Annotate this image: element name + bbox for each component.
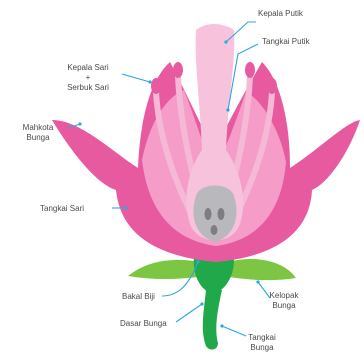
pointer-kelopak (258, 282, 270, 298)
pointer-dot (226, 108, 229, 111)
sepal-right (224, 259, 296, 280)
label-mahkota: Mahkota (23, 123, 54, 132)
pointer-dot (124, 206, 127, 209)
label-kepala-sari: Kepala Sari (67, 63, 109, 72)
anther (245, 62, 255, 78)
pointer-dot (78, 122, 81, 125)
ovule (218, 208, 225, 220)
anther (151, 78, 161, 94)
label-tangkai-putik: Tangkai Putik (262, 37, 311, 46)
anther (173, 62, 183, 78)
label-serbuk-sari: Serbuk Sari (67, 83, 109, 92)
anther (267, 78, 277, 94)
label-kelopak: Kelopak (270, 291, 300, 300)
label-tangkai-sari: Tangkai Sari (40, 204, 84, 213)
label-tangkai-bunga: Tangkai (248, 333, 276, 342)
ovule (205, 208, 212, 220)
pointer-kepala-sari (122, 74, 150, 82)
pointer-dasar-bunga (176, 304, 202, 322)
label-mahkota-bunga: Bunga (26, 133, 50, 142)
pointer-dot (196, 260, 199, 263)
pointer-dot (224, 40, 227, 43)
label-dasar-bunga: Dasar Bunga (120, 319, 167, 328)
label-kepala-putik: Kepala Putik (258, 9, 304, 18)
pointer-dot (200, 302, 203, 305)
label-kelopak-bunga: Bunga (272, 301, 296, 310)
pointer-tangkai-bunga (222, 326, 246, 336)
pointer-dot (256, 280, 259, 283)
pointer-dot (148, 80, 151, 83)
label-kepala-sari-plus: + (86, 73, 91, 82)
ovule (211, 225, 218, 235)
label-tangkai-bunga-2: Bunga (250, 343, 274, 352)
sepal-left (128, 260, 204, 279)
label-bakal-biji: Bakal Biji (122, 292, 155, 301)
pointer-dot (220, 324, 223, 327)
flower-stem (203, 290, 222, 350)
